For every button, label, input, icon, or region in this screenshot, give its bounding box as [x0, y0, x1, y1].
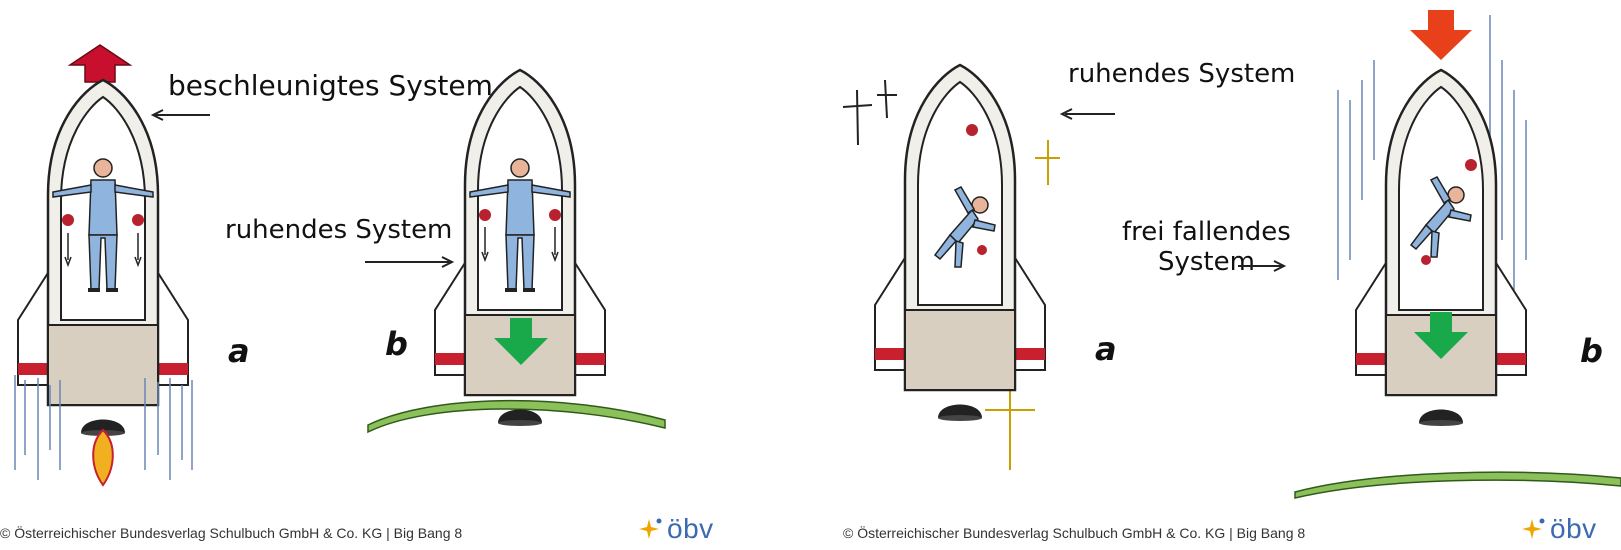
gravity-down-arrow-icon [1414, 312, 1468, 359]
sparkle-icon [1522, 518, 1545, 539]
letter-b: b [1580, 332, 1603, 370]
motion-down-arrow-icon [1410, 10, 1472, 60]
rocket-resting [433, 68, 607, 428]
speed-lines [1337, 15, 1527, 290]
letter-b: b [385, 325, 408, 363]
ground-planet [367, 399, 666, 434]
logo-text: öbv [667, 513, 714, 544]
label-rest-system: ruhendes System [225, 215, 452, 245]
rocket-flame [92, 428, 114, 487]
rocket-accelerated [16, 78, 190, 438]
copyright-text: © Österreichischer Bundesverlag Schulbuc… [843, 525, 1306, 541]
letter-a: a [228, 332, 250, 370]
star-icon [842, 79, 897, 146]
label-free-falling-system: frei fallendes [1122, 217, 1291, 247]
left-panel: beschleunigtes System ruhendes System a … [14, 44, 666, 487]
rocket-floating [873, 63, 1047, 423]
label-accelerated-system: beschleunigtes System [168, 69, 493, 102]
obv-logo: öbv [635, 513, 731, 545]
obv-logo: öbv [1518, 513, 1614, 545]
logo-text: öbv [1550, 513, 1597, 544]
letter-a: a [1095, 330, 1117, 368]
copyright-text: © Österreichischer Bundesverlag Schulbuc… [0, 525, 463, 541]
label-free-falling-system-line2: System [1158, 247, 1255, 277]
label-rest-system: ruhendes System [1068, 59, 1295, 89]
star-icon [985, 140, 1060, 470]
sparkle-icon [639, 518, 662, 539]
gravity-down-arrow-icon [494, 318, 548, 365]
acceleration-up-arrow-icon [67, 44, 133, 83]
rocket-exhaust [14, 375, 193, 480]
ground-planet [1294, 471, 1621, 499]
right-panel: ruhendes System frei fallendes System a … [842, 10, 1621, 499]
rocket-free-falling [1354, 68, 1528, 428]
